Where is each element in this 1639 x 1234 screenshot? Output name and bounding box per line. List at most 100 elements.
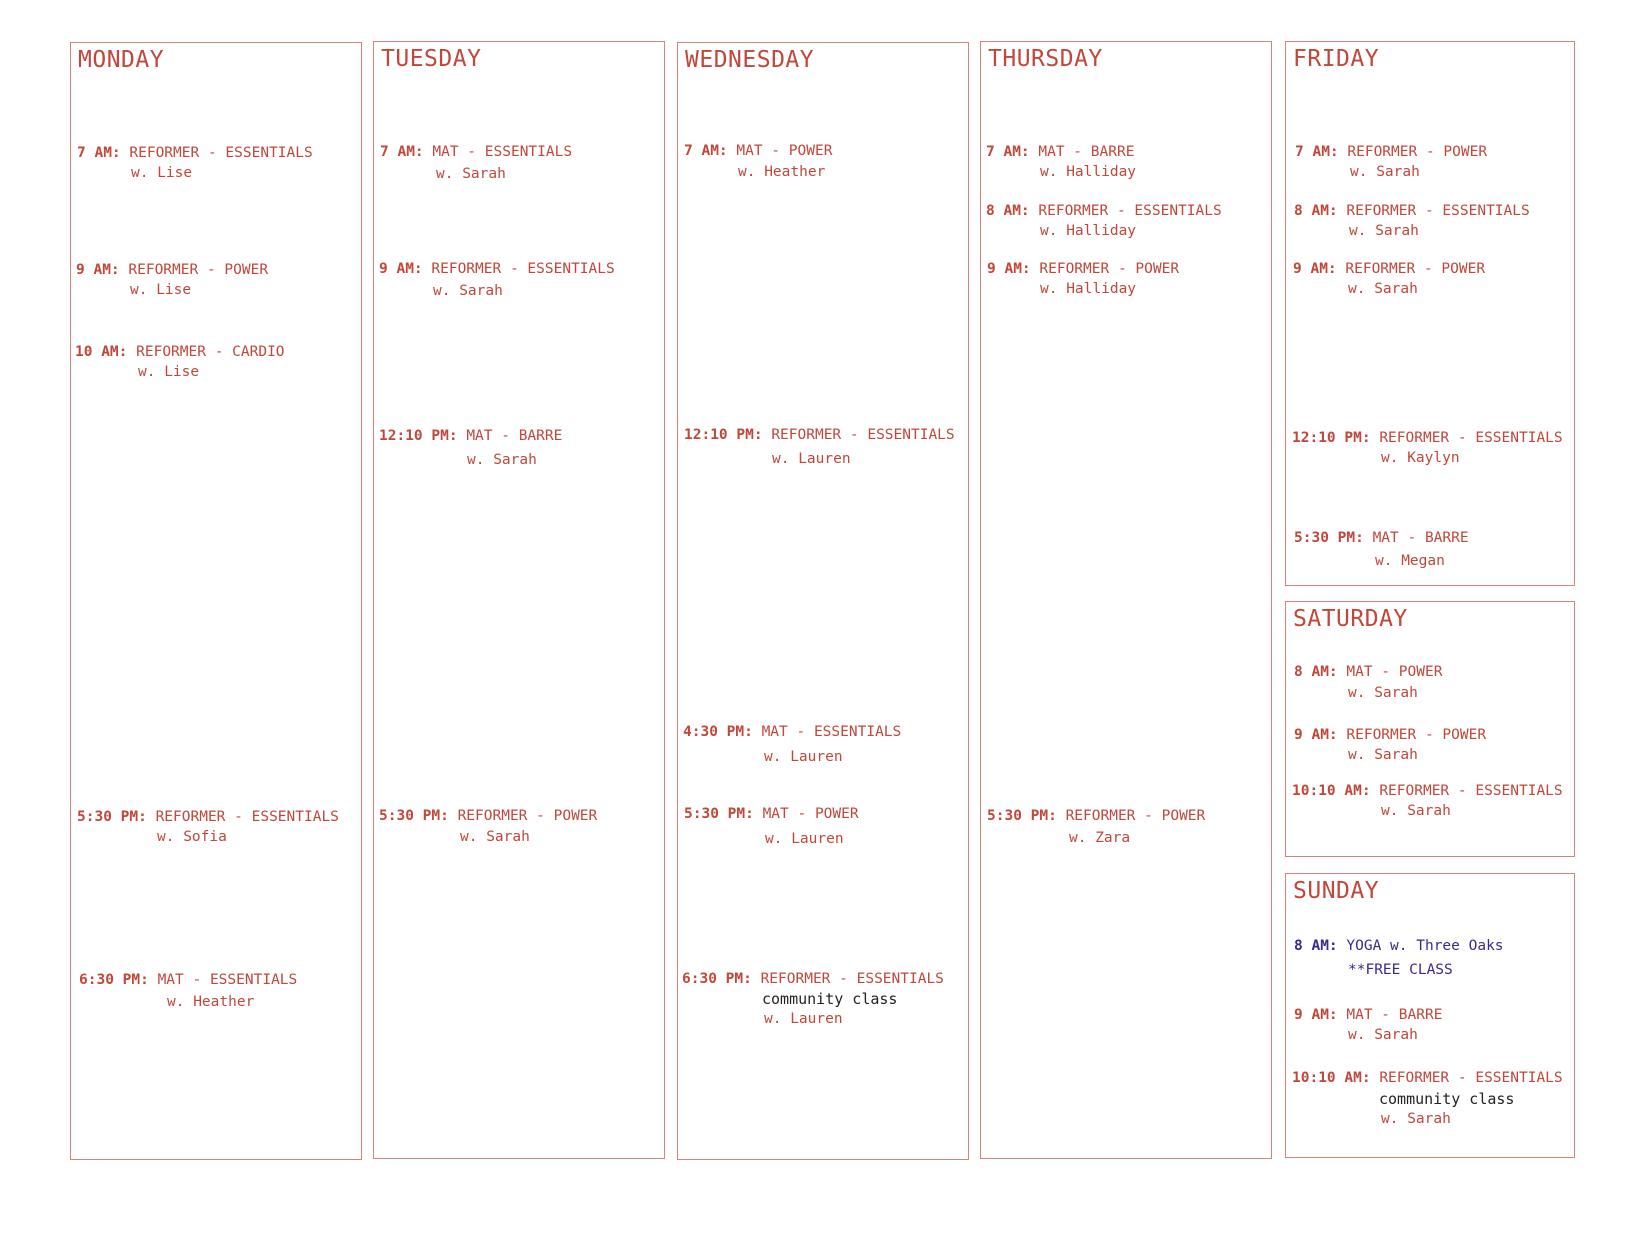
day-column-sunday: SUNDAY 8 AM: YOGA w. Three Oaks **FREE C… [1285, 873, 1575, 1158]
day-title: WEDNESDAY [685, 47, 815, 73]
class-teacher: w. Sarah [1348, 281, 1418, 297]
class-name: MAT - ESSENTIALS [432, 144, 573, 160]
class-teacher: w. Sarah [1348, 685, 1418, 701]
class-teacher: w. Lauren [764, 1011, 843, 1027]
class-time: 7 AM: [684, 143, 728, 159]
class-entry: 10:10 AM: REFORMER - ESSENTIALS w. Sarah [1292, 781, 1563, 821]
class-teacher: w. Heather [738, 164, 826, 180]
class-name: REFORMER - POWER [1346, 727, 1487, 743]
class-entry: 7 AM: MAT - BARRE w. Halliday [986, 142, 1136, 182]
class-teacher: w. Lauren [764, 749, 843, 765]
class-time: 4:30 PM: [683, 724, 753, 740]
class-teacher: w. Halliday [1040, 164, 1137, 180]
class-entry: 9 AM: REFORMER - ESSENTIALS w. Sarah [379, 259, 615, 301]
class-entry: 5:30 PM: REFORMER - POWER w. Sarah [379, 806, 597, 847]
class-entry: 8 AM: YOGA w. Three Oaks **FREE CLASS [1294, 936, 1504, 980]
class-name: REFORMER - ESSENTIALS [1038, 203, 1222, 219]
class-teacher: w. Lise [130, 282, 192, 298]
class-time: 8 AM: [1294, 203, 1338, 219]
class-time: 5:30 PM: [987, 808, 1057, 824]
class-time: 8 AM: [1294, 664, 1338, 680]
day-title: FRIDAY [1293, 46, 1380, 72]
class-entry: 8 AM: REFORMER - ESSENTIALS w. Halliday [986, 201, 1222, 241]
class-name: REFORMER - ESSENTIALS [129, 145, 313, 161]
class-entry: 12:10 PM: REFORMER - ESSENTIALS w. Kayly… [1292, 428, 1563, 468]
class-entry: 5:30 PM: MAT - POWER w. Lauren [684, 804, 859, 849]
class-teacher: w. Sofia [157, 829, 227, 845]
class-entry: 8 AM: MAT - POWER w. Sarah [1294, 662, 1442, 703]
class-time: 7 AM: [1295, 144, 1339, 160]
class-teacher: w. Sarah [1381, 803, 1451, 819]
class-name: MAT - BARRE [1038, 144, 1135, 160]
class-name: MAT - ESSENTIALS [761, 724, 902, 740]
class-teacher: w. Lauren [765, 831, 844, 847]
class-time: 5:30 PM: [379, 808, 449, 824]
class-name: REFORMER - POWER [1345, 261, 1486, 277]
class-time: 5:30 PM: [77, 809, 147, 825]
class-entry: 9 AM: REFORMER - POWER w. Halliday [987, 259, 1179, 299]
class-teacher: w. Lauren [772, 451, 851, 467]
class-teacher: w. Sarah [1348, 747, 1418, 763]
class-entry: 6:30 PM: REFORMER - ESSENTIALS community… [682, 969, 944, 1029]
class-name: MAT - POWER [736, 143, 833, 159]
class-name: MAT - BARRE [1372, 530, 1469, 546]
class-time: 5:30 PM: [1294, 530, 1364, 546]
day-title: THURSDAY [988, 46, 1103, 72]
class-entry: 7 AM: REFORMER - ESSENTIALS w. Lise [77, 143, 313, 183]
class-teacher: w. Sarah [1348, 1027, 1418, 1043]
class-name: YOGA w. Three Oaks [1346, 938, 1504, 954]
class-time: 8 AM: [986, 203, 1030, 219]
class-name: REFORMER - CARDIO [136, 344, 285, 360]
class-name: REFORMER - ESSENTIALS [760, 971, 944, 987]
day-column-wednesday: WEDNESDAY 7 AM: MAT - POWER w. Heather 1… [677, 42, 969, 1160]
class-name: REFORMER - POWER [457, 808, 598, 824]
class-name: MAT - ESSENTIALS [157, 972, 298, 988]
class-name: REFORMER - POWER [1347, 144, 1488, 160]
class-teacher: w. Megan [1375, 553, 1445, 569]
class-time: 5:30 PM: [684, 806, 754, 822]
class-time: 8 AM: [1294, 938, 1338, 954]
class-teacher: w. Sarah [1381, 1111, 1451, 1127]
class-entry: 5:30 PM: REFORMER - POWER w. Zara [987, 806, 1205, 848]
day-title: TUESDAY [381, 46, 482, 72]
class-time: 9 AM: [1294, 1007, 1338, 1023]
day-title: MONDAY [78, 47, 165, 73]
class-time: 10 AM: [75, 344, 128, 360]
class-name: MAT - BARRE [466, 428, 563, 444]
class-time: 10:10 AM: [1292, 783, 1371, 799]
class-name: REFORMER - ESSENTIALS [1379, 783, 1563, 799]
class-time: 7 AM: [77, 145, 121, 161]
class-entry: 10:10 AM: REFORMER - ESSENTIALS communit… [1292, 1068, 1563, 1129]
class-teacher: w. Halliday [1040, 223, 1137, 239]
day-column-thursday: THURSDAY 7 AM: MAT - BARRE w. Halliday 8… [980, 41, 1272, 1159]
class-name: REFORMER - POWER [1039, 261, 1180, 277]
class-time: 9 AM: [1293, 261, 1337, 277]
class-time: 9 AM: [76, 262, 120, 278]
class-time: 12:10 PM: [684, 427, 763, 443]
class-time: 12:10 PM: [379, 428, 458, 444]
day-column-friday: FRIDAY 7 AM: REFORMER - POWER w. Sarah 8… [1285, 41, 1575, 586]
class-time: 9 AM: [987, 261, 1031, 277]
class-entry: 12:10 PM: MAT - BARRE w. Sarah [379, 426, 562, 470]
day-column-saturday: SATURDAY 8 AM: MAT - POWER w. Sarah 9 AM… [1285, 601, 1575, 857]
class-teacher: w. Sarah [1349, 223, 1419, 239]
class-entry: 5:30 PM: REFORMER - ESSENTIALS w. Sofia [77, 807, 339, 847]
class-name: MAT - POWER [1346, 664, 1443, 680]
class-teacher: w. Lise [138, 364, 200, 380]
class-teacher: w. Lise [131, 165, 193, 181]
class-time: 7 AM: [380, 144, 424, 160]
class-name: REFORMER - ESSENTIALS [771, 427, 955, 443]
class-teacher: w. Heather [167, 994, 255, 1010]
class-teacher: w. Sarah [433, 283, 503, 299]
class-name: REFORMER - POWER [128, 262, 269, 278]
class-entry: 6:30 PM: MAT - ESSENTIALS w. Heather [79, 970, 297, 1012]
class-name: REFORMER - ESSENTIALS [1346, 203, 1530, 219]
class-teacher: w. Sarah [467, 452, 537, 468]
class-entry: 7 AM: MAT - ESSENTIALS w. Sarah [380, 142, 572, 184]
class-entry: 7 AM: REFORMER - POWER w. Sarah [1295, 142, 1487, 182]
class-name: MAT - BARRE [1346, 1007, 1443, 1023]
class-time: 6:30 PM: [79, 972, 149, 988]
class-teacher: w. Sarah [460, 829, 530, 845]
class-name: MAT - POWER [762, 806, 859, 822]
class-entry: 5:30 PM: MAT - BARRE w. Megan [1294, 528, 1469, 571]
